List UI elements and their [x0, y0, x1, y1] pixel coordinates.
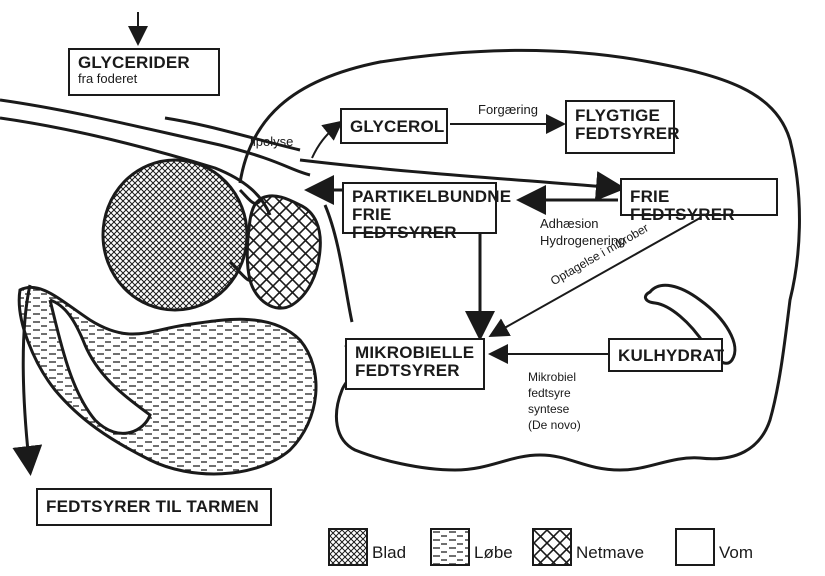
legend-label-vom: Vom: [719, 543, 753, 563]
glycerol-label: GLYCEROL: [350, 118, 438, 136]
legend-swatch-blad: [328, 528, 368, 566]
netmave-reticulum: [247, 196, 320, 308]
kulhydrat-label: KULHYDRAT: [618, 347, 713, 365]
glycerider-sub: fra foderet: [78, 72, 210, 86]
legend-swatch-loebe: [430, 528, 470, 566]
label-lipolyse: lipolyse: [250, 134, 293, 149]
frie-label: FRIE FEDTSYRER: [630, 188, 768, 224]
mikrobielle-line-1: MIKROBIELLE: [355, 344, 475, 362]
legend-swatch-vom: [675, 528, 715, 566]
partikel-line-1: PARTIKELBUNDNE: [352, 188, 487, 206]
legend-label-netmave: Netmave: [576, 543, 644, 563]
label-syntese-3: syntese: [528, 402, 569, 416]
label-forgaering: Forgæring: [478, 102, 538, 117]
glycerider-title: GLYCERIDER: [78, 54, 210, 72]
legend-label-blad: Blad: [372, 543, 406, 563]
flygtige-line-1: FLYGTIGE: [575, 107, 665, 125]
partikel-line-2: FRIE FEDTSYRER: [352, 206, 487, 242]
flygtige-line-2: FEDTSYRER: [575, 125, 665, 143]
box-kulhydrat: KULHYDRAT: [608, 338, 723, 372]
box-frie-fedtsyrer: FRIE FEDTSYRER: [620, 178, 778, 216]
box-flygtige: FLYGTIGE FEDTSYRER: [565, 100, 675, 154]
legend-label-loebe: Løbe: [474, 543, 513, 563]
box-glycerider: GLYCERIDER fra foderet: [68, 48, 220, 96]
box-partikelbundne: PARTIKELBUNDNE FRIE FEDTSYRER: [342, 182, 497, 234]
box-glycerol: GLYCEROL: [340, 108, 448, 144]
label-syntese-4: (De novo): [528, 418, 581, 432]
tarmen-label: FEDTSYRER TIL TARMEN: [46, 498, 262, 516]
label-syntese-1: Mikrobiel: [528, 370, 576, 384]
mikrobielle-line-2: FEDTSYRER: [355, 362, 475, 380]
box-tarmen: FEDTSYRER TIL TARMEN: [36, 488, 272, 526]
arrow-lipolyse: [312, 123, 340, 158]
legend-swatch-netmave: [532, 528, 572, 566]
box-mikrobielle: MIKROBIELLE FEDTSYRER: [345, 338, 485, 390]
blad-omasum: [103, 160, 247, 310]
label-adhaesion: Adhæsion: [540, 216, 599, 231]
label-syntese-2: fedtsyre: [528, 386, 571, 400]
